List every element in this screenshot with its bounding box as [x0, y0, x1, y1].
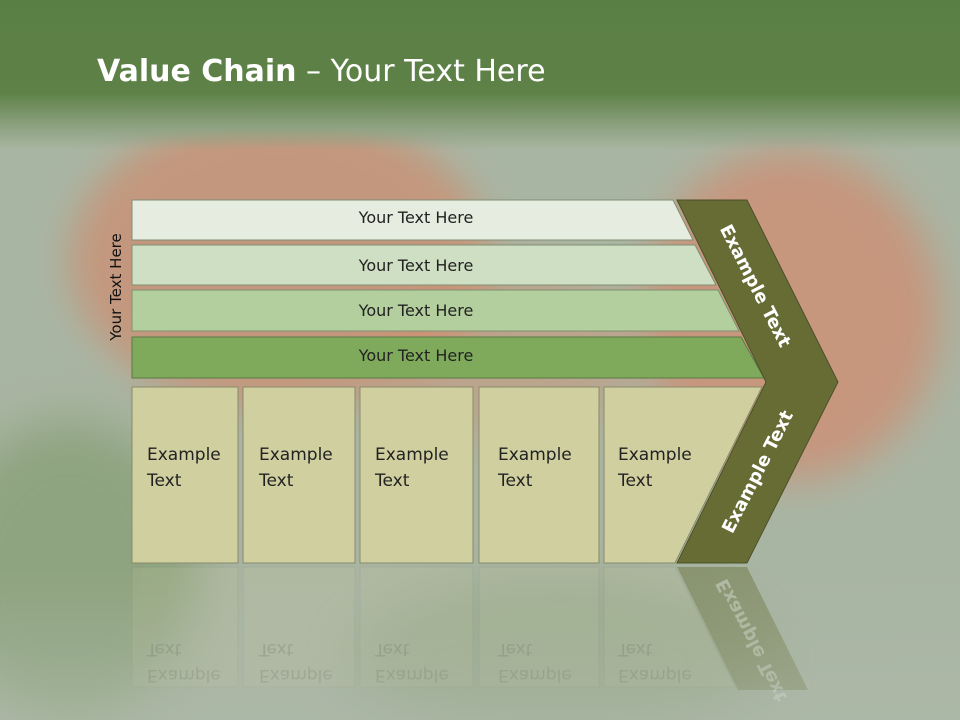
side-label: Your Text Here [107, 233, 125, 341]
bottom-fade [0, 565, 960, 720]
row-label-4: Your Text Here [358, 346, 474, 365]
cell-line2: Text [259, 471, 294, 491]
cell-line1: Example [259, 445, 333, 465]
row-bar-3 [131, 289, 740, 332]
title-rest: – Your Text Here [296, 54, 546, 89]
cell-line1: Example [498, 445, 572, 465]
row-label-3: Your Text Here [358, 301, 474, 320]
cell-line1: Example [618, 445, 692, 465]
cell-line2: Text [375, 471, 410, 491]
cell-line2: Text [498, 471, 533, 491]
row-bar-1 [131, 199, 694, 241]
cell-line2: Text [147, 471, 182, 491]
chevron-arrow [676, 199, 839, 564]
cell-box-3 [359, 386, 474, 564]
row-label-1: Your Text Here [358, 208, 474, 227]
cell-box-5 [603, 386, 763, 564]
cell-box-4 [478, 386, 600, 564]
row-bar-2 [131, 244, 717, 286]
page-title: Value Chain – Your Text Here [97, 54, 546, 89]
cell-box-2 [242, 386, 356, 564]
cell-box-1 [131, 386, 239, 564]
title-bold: Value Chain [97, 54, 297, 89]
cell-line1: Example [147, 445, 221, 465]
cell-line2: Text [618, 471, 653, 491]
title-bar [0, 0, 960, 150]
cell-line1: Example [375, 445, 449, 465]
row-label-2: Your Text Here [358, 256, 474, 275]
